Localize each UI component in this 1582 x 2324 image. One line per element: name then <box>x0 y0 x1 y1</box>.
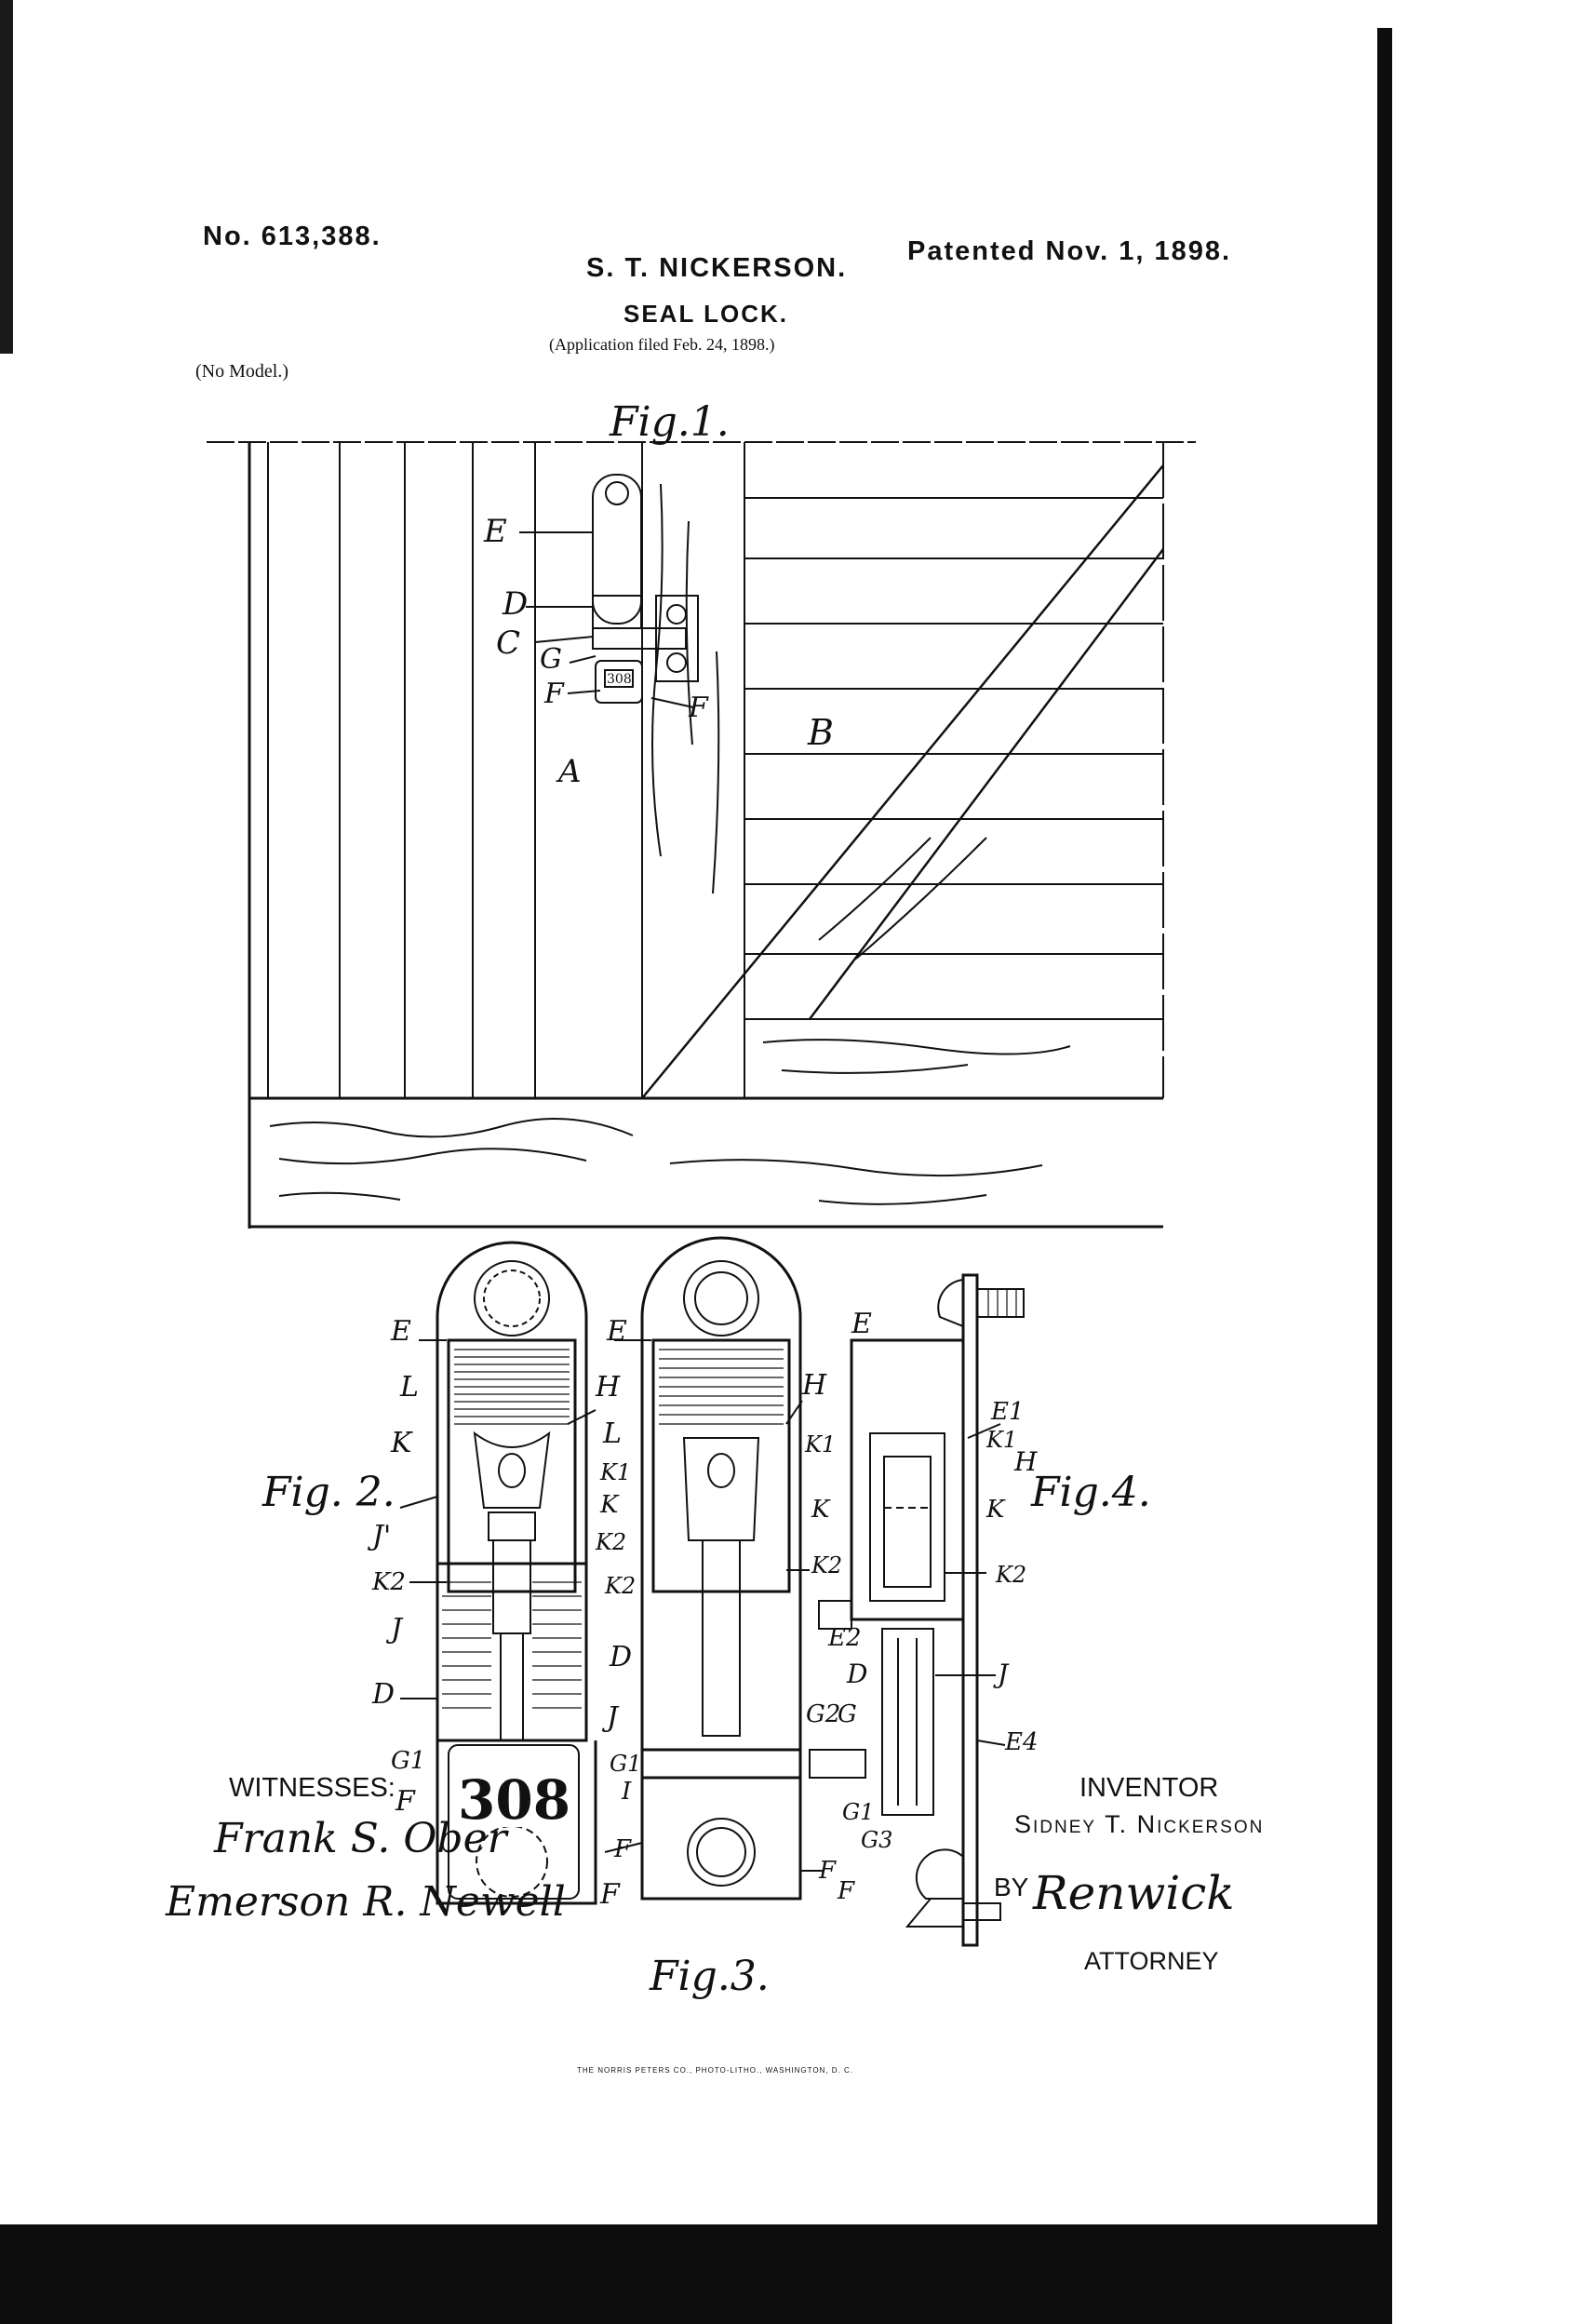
inventor-signature: Sidney T. Nickerson <box>1014 1810 1265 1838</box>
fig4-label: Fig.4. <box>1031 1469 1151 1516</box>
fig2-letter-k-mid: K <box>599 1491 620 1519</box>
model-note: (No Model.) <box>195 361 288 382</box>
fig1-letter-d: D <box>502 585 528 623</box>
fig1-seal-number: 308 <box>607 672 632 687</box>
fig2-letter-k: K <box>390 1427 413 1459</box>
patent-number: No. 613,388. <box>203 222 382 251</box>
left-scan-edge <box>0 0 13 354</box>
fig4-letter-h: H <box>1013 1446 1038 1477</box>
fig4-letter-f: F <box>837 1877 855 1905</box>
fig2-letter-j-prime: J' <box>367 1520 391 1552</box>
fig3-label: Fig.3. <box>650 1953 770 2000</box>
inventor-heading: INVENTOR <box>1079 1773 1219 1803</box>
fig4-letter-k2: K2 <box>995 1562 1026 1588</box>
attorney-heading: ATTORNEY <box>1084 1947 1219 1975</box>
fig2-letter-h: H <box>595 1371 621 1404</box>
fig4-letter-e: E <box>851 1308 872 1340</box>
fig4-letter-e1: E1 <box>990 1398 1025 1426</box>
fig3-letter-k2-left: K2 <box>604 1573 636 1599</box>
fig2-label: Fig. 2. <box>262 1469 396 1516</box>
fig1-letter-b: B <box>807 712 834 753</box>
fig4-letter-j: J <box>993 1659 1010 1689</box>
fig3-letter-h: H <box>801 1369 827 1402</box>
fig3-letter-g: G <box>838 1700 857 1728</box>
attorney-signature: Renwick <box>1033 1866 1235 1920</box>
fig1-letter-c: C <box>496 625 520 662</box>
fig2-letter-k1: K1 <box>599 1459 631 1485</box>
patented-date: Patented Nov. 1, 1898. <box>907 236 1232 266</box>
fig2-letter-l: L <box>399 1371 419 1404</box>
fig1-letter-a: A <box>556 753 582 790</box>
bottom-scan-border <box>0 2224 1392 2324</box>
fig2-letter-k2-right: K2 <box>595 1529 626 1555</box>
fig3-letter-f-right: F <box>818 1857 837 1885</box>
fig3-letter-d: D <box>609 1641 632 1673</box>
witness-2-signature: Emerson R. Newell <box>166 1878 566 1926</box>
application-date: (Application filed Feb. 24, 1898.) <box>549 335 775 354</box>
right-scan-border <box>1377 28 1392 2224</box>
fig2-letter-f: F <box>395 1785 416 1818</box>
fig1-letter-f-left: F <box>543 678 565 710</box>
fig3-letter-l: L <box>602 1417 622 1450</box>
fig4-letter-g3: G3 <box>861 1827 892 1853</box>
engraver-imprint: THE NORRIS PETERS CO., PHOTO-LITHO., WAS… <box>577 2066 853 2075</box>
fig3-letter-i: I <box>621 1778 632 1806</box>
fig4-letter-d: D <box>846 1659 867 1689</box>
fig4-letter-e2: E2 <box>827 1624 862 1652</box>
fig2-letter-f-bottom: F <box>599 1878 621 1911</box>
inventor-name: S. T. NICKERSON. <box>586 253 848 283</box>
patent-title: SEAL LOCK. <box>623 300 788 328</box>
witnesses-heading: WITNESSES: <box>229 1773 396 1803</box>
fig1-letter-g: G <box>540 643 562 676</box>
fig3-letter-f-left: F <box>613 1835 632 1863</box>
fig4-letter-k1: K1 <box>985 1427 1017 1453</box>
fig1-label: Fig.1. <box>610 398 730 446</box>
fig3-letter-j: J <box>601 1701 620 1734</box>
witness-1-signature: Frank S. Ober <box>214 1815 507 1862</box>
fig1-letter-f-right: F <box>688 692 709 724</box>
fig3-letter-g1: G1 <box>610 1751 641 1777</box>
fig2-letter-e: E <box>390 1315 411 1348</box>
fig3-letter-k2: K2 <box>811 1552 842 1578</box>
fig3-letter-k1: K1 <box>804 1431 836 1458</box>
fig3-letter-k: K <box>811 1496 831 1524</box>
fig3-letter-e: E <box>606 1315 627 1348</box>
fig4-letter-e4: E4 <box>1004 1728 1039 1756</box>
seal-tag-number: 308 <box>454 1773 575 1827</box>
fig1-letter-e: E <box>483 513 507 550</box>
by-label: BY <box>994 1873 1029 1901</box>
fig4-letter-g1: G1 <box>842 1799 874 1825</box>
fig3-letter-g2: G2 <box>806 1700 840 1728</box>
fig2-letter-k2: K2 <box>371 1568 406 1596</box>
fig2-letter-g1: G1 <box>391 1747 425 1775</box>
fig4-letter-k: K <box>985 1496 1006 1524</box>
fig2-letter-j: J <box>385 1613 404 1646</box>
fig2-letter-d: D <box>371 1678 395 1711</box>
